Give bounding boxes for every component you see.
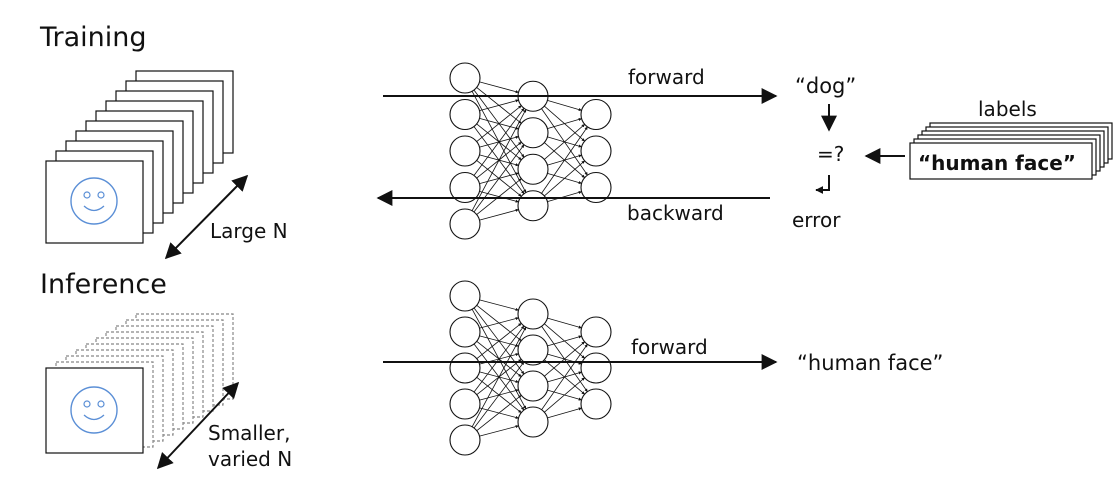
compare-symbol: =? [817, 142, 844, 166]
labels-stack [909, 122, 1113, 180]
neuron-node [517, 190, 549, 222]
neuron-node [580, 135, 612, 167]
neuron-node [449, 424, 481, 456]
training-heading: Training [39, 22, 147, 53]
neuron-node [449, 280, 481, 312]
neuron-node [580, 316, 612, 348]
neuron-node [449, 208, 481, 240]
neuron-node [517, 406, 549, 438]
network-connections [471, 81, 588, 221]
batch-size-arrow [164, 174, 249, 260]
neuron-node [580, 171, 612, 204]
neuron-node [517, 370, 549, 402]
smiley-face-icon [70, 386, 118, 434]
inference-forward-label: forward [631, 335, 708, 359]
labels-title: labels [978, 97, 1037, 121]
smaller-n-label-line1: Smaller, [208, 421, 290, 445]
neuron-node [517, 334, 549, 366]
large-n-label: Large N [210, 219, 288, 243]
neural-network-training [449, 62, 612, 240]
batch-size-arrow [156, 381, 240, 470]
neuron-node [449, 98, 481, 131]
image-card [45, 367, 144, 454]
smiley-face-icon [70, 177, 118, 225]
forward-label: forward [628, 65, 705, 89]
neuron-node [517, 153, 549, 185]
label-value: “human face” [918, 151, 1076, 175]
inference-image-stack [45, 313, 234, 454]
neuron-node [580, 98, 612, 131]
neuron-node [580, 388, 612, 420]
neuron-node [449, 316, 481, 348]
neural-network-inference [449, 280, 612, 456]
inference-heading: Inference [40, 269, 167, 300]
neuron-node [449, 135, 481, 167]
neuron-node [580, 352, 612, 384]
backward-label: backward [627, 201, 724, 225]
error-label: error [792, 208, 841, 232]
neuron-node [449, 352, 481, 384]
neuron-node [517, 117, 549, 149]
prediction-human-face: “human face” [797, 351, 943, 375]
label-card [909, 142, 1093, 180]
image-card [45, 160, 144, 244]
prediction-dog: “dog” [795, 74, 856, 98]
smaller-n-label-line2: varied N [208, 447, 292, 471]
neuron-node [449, 62, 481, 94]
error-return-arrow [815, 175, 830, 194]
neuron-node [517, 298, 549, 330]
neuron-node [449, 388, 481, 420]
neuron-node [449, 171, 481, 204]
